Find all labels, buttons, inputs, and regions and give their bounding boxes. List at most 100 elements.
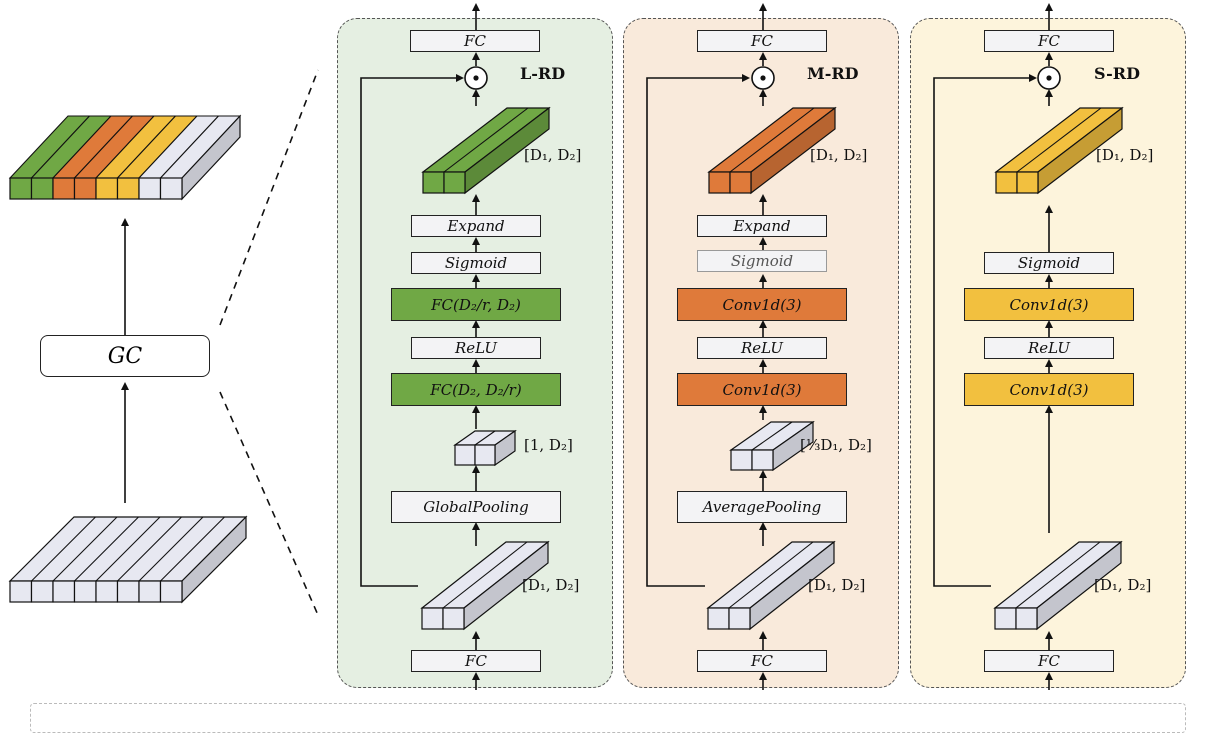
gc-input-block-cell <box>116 580 140 603</box>
s-rd-input-tensor-cell <box>1015 607 1038 630</box>
s-rd-weight-tensor-top-line <box>1016 107 1102 173</box>
gc-output-block-cell <box>159 177 183 200</box>
m-rd-relu-label: ReLU <box>741 339 783 357</box>
m-rd-fc-top-label: FC <box>751 32 773 50</box>
s-rd-weight-tensor-cell <box>1016 171 1039 194</box>
m-rd-weight-tensor-cell <box>729 171 752 194</box>
l-rd-global-pooling-label: GlobalPooling <box>423 498 529 516</box>
s-rd-skip-connection <box>933 74 1037 587</box>
l-rd-fc-upper-label: FC(D₂/r, D₂) <box>431 295 521 314</box>
l-rd-fc-bottom: FC <box>411 650 541 672</box>
s-rd-input-tensor-top-line <box>1015 541 1101 609</box>
m-rd-fc-bottom: FC <box>697 650 827 672</box>
l-rd-weight-tensor-cell <box>443 171 466 194</box>
l-rd-relu-label: ReLU <box>455 339 497 357</box>
gc-input-block-cell <box>52 580 76 603</box>
l-rd-title: L-RD <box>520 64 566 83</box>
l-rd-pooled-tensor-cell <box>454 444 476 466</box>
l-rd-dims-bottom: [D₁, D₂] <box>522 576 580 594</box>
m-rd-input-tensor-cell <box>707 607 730 630</box>
s-rd-fc-bottom-label: FC <box>1038 652 1060 670</box>
s-rd-sigmoid-label: Sigmoid <box>1017 254 1081 272</box>
l-rd-fc-bottom-label: FC <box>465 652 487 670</box>
gc-input-block-cell <box>138 580 162 603</box>
m-rd-average-pooling-label: AveragePooling <box>702 498 822 516</box>
l-rd-fc-top: FC <box>410 30 540 52</box>
l-rd-multiply-dot <box>473 75 479 81</box>
m-rd-expand-label: Expand <box>733 217 791 235</box>
gc-input-block-top-line <box>52 516 118 582</box>
gc-output-block-cell <box>138 177 162 200</box>
s-rd-title: S-RD <box>1094 64 1140 83</box>
diagram-canvas: GC FC L-RD [D₁, D₂] Expand Sigmoid FC(D₂… <box>8 3 1186 733</box>
s-rd-multiply-dot <box>1046 75 1052 81</box>
l-rd-expand-label: Expand <box>447 217 505 235</box>
s-rd-fc-bottom: FC <box>984 650 1114 672</box>
s-rd-dims-bottom: [D₁, D₂] <box>1094 576 1152 594</box>
l-rd-sigmoid-label: Sigmoid <box>444 254 508 272</box>
m-rd-fc-bottom-label: FC <box>751 652 773 670</box>
m-rd-fc-top: FC <box>697 30 827 52</box>
m-rd-skip-connection <box>646 74 750 587</box>
l-rd-relu: ReLU <box>411 337 541 359</box>
m-rd-expand: Expand <box>697 215 827 237</box>
l-rd-weight-tensor-cell <box>422 171 445 194</box>
l-rd-dims-mid: [1, D₂] <box>524 436 573 454</box>
l-rd-global-pooling: GlobalPooling <box>391 491 561 523</box>
l-rd-sigmoid: Sigmoid <box>411 252 541 274</box>
m-rd-dims-mid: [⅓D₁, D₂] <box>800 436 872 454</box>
gc-block: GC <box>40 335 210 377</box>
l-rd-fc-top-label: FC <box>464 32 486 50</box>
m-rd-conv-upper: Conv1d(3) <box>677 288 847 321</box>
zoom-line-bottom <box>219 391 319 616</box>
s-rd-conv-lower: Conv1d(3) <box>964 373 1134 406</box>
s-rd-dims-top: [D₁, D₂] <box>1096 146 1154 164</box>
m-rd-input-tensor-top-line <box>728 541 814 609</box>
l-rd-input-tensor-top-line <box>442 541 528 609</box>
m-rd-weight-tensor-top-line <box>729 107 815 173</box>
gc-output-block-cell <box>73 177 97 200</box>
s-rd-fc-top-label: FC <box>1038 32 1060 50</box>
m-rd-dims-bottom: [D₁, D₂] <box>808 576 866 594</box>
m-rd-pooled-tensor-cell <box>730 449 753 471</box>
gc-input-block-top-line <box>95 516 161 582</box>
gc-output-block-cell <box>116 177 140 200</box>
m-rd-multiply-dot <box>760 75 766 81</box>
gc-input-block-top-line <box>160 516 225 582</box>
gc-input-block-top-line <box>138 516 204 582</box>
zoom-line-top <box>219 69 319 326</box>
s-rd-input-tensor-cell <box>994 607 1017 630</box>
s-rd-sigmoid: Sigmoid <box>984 252 1114 274</box>
l-rd-input-tensor-cell <box>442 607 465 630</box>
m-rd-pooled-tensor-top-line <box>751 421 793 451</box>
gc-label: GC <box>107 343 143 369</box>
l-rd-skip-connection <box>360 74 464 587</box>
m-rd-conv-upper-label: Conv1d(3) <box>722 295 802 314</box>
gc-input-block-cell <box>159 580 183 603</box>
l-rd-fc-lower: FC(D₂, D₂/r) <box>391 373 561 406</box>
m-rd-title: M-RD <box>807 64 859 83</box>
gc-output-block-cell <box>52 177 76 200</box>
s-rd-conv-upper: Conv1d(3) <box>964 288 1134 321</box>
gc-input-block-top-line <box>31 516 96 582</box>
m-rd-average-pooling: AveragePooling <box>677 491 847 523</box>
m-rd-weight-tensor-cell <box>708 171 731 194</box>
s-rd-weight-tensor-cell <box>995 171 1018 194</box>
m-rd-sigmoid: Sigmoid <box>697 250 827 272</box>
m-rd-pooled-tensor-cell <box>751 449 774 471</box>
l-rd-pooled-tensor-top-line <box>474 430 496 446</box>
diagram-graphics <box>8 3 1124 690</box>
gc-output-block-cell <box>30 177 54 200</box>
s-rd-fc-top: FC <box>984 30 1114 52</box>
s-rd-relu-label: ReLU <box>1028 339 1070 357</box>
l-rd-dims-top: [D₁, D₂] <box>524 146 582 164</box>
m-rd-conv-lower-label: Conv1d(3) <box>722 380 802 399</box>
gc-input-block-top-line <box>74 516 139 582</box>
s-rd-conv-upper-label: Conv1d(3) <box>1009 295 1089 314</box>
l-rd-expand: Expand <box>411 215 541 237</box>
l-rd-input-tensor-cell <box>421 607 444 630</box>
m-rd-relu: ReLU <box>697 337 827 359</box>
s-rd-conv-lower-label: Conv1d(3) <box>1009 380 1089 399</box>
gc-input-block-top-line <box>117 516 182 582</box>
s-rd-relu: ReLU <box>984 337 1114 359</box>
